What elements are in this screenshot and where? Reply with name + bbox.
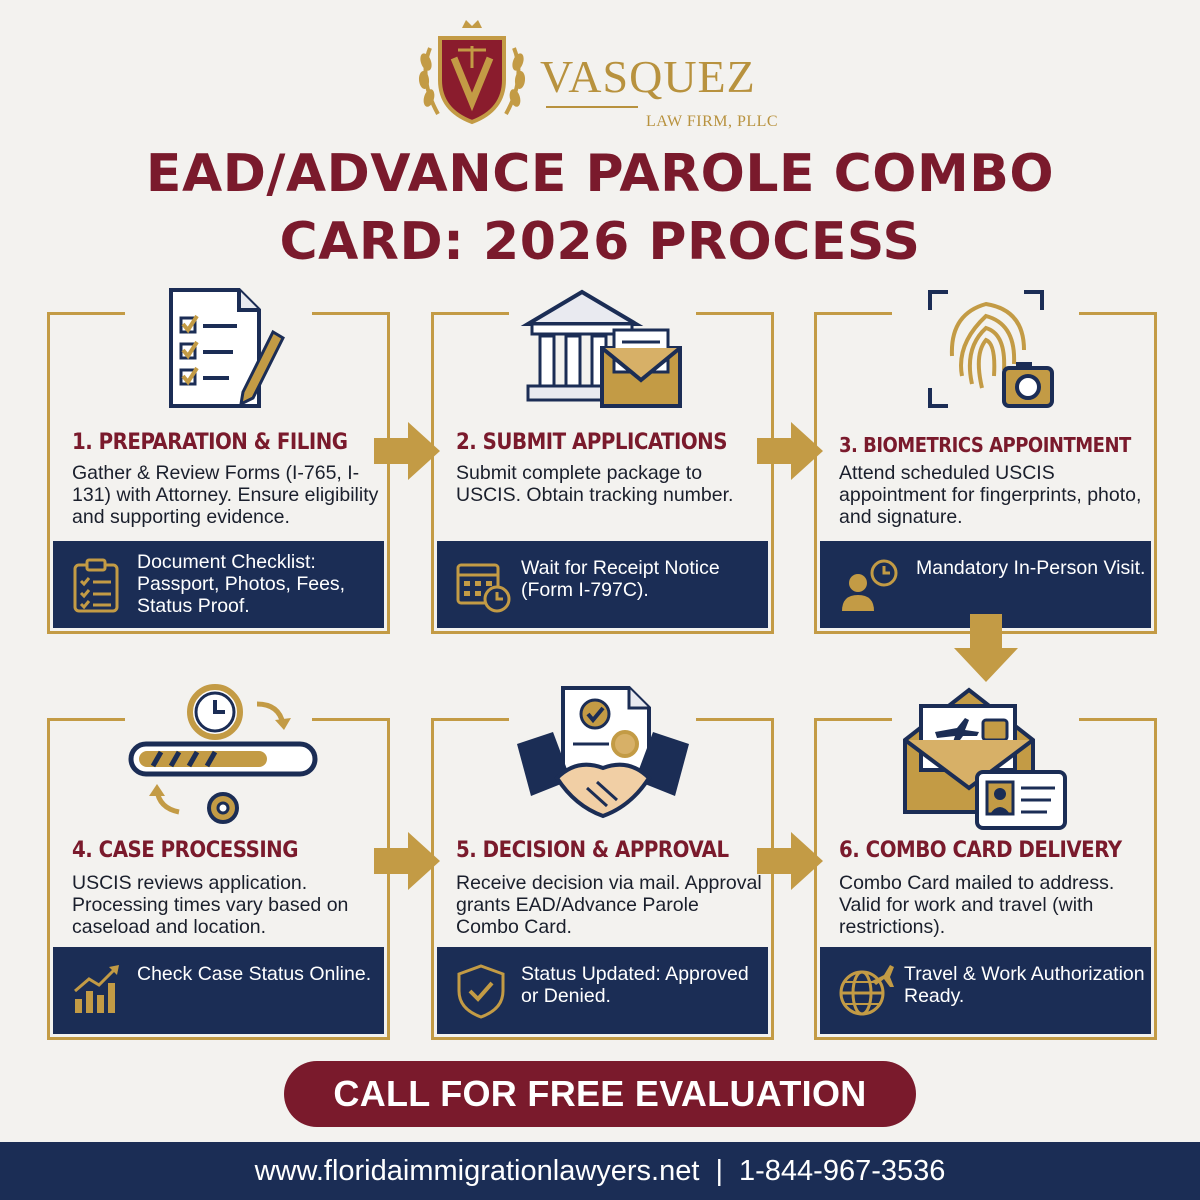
handshake-document-icon <box>516 686 689 819</box>
calendar-clock-icon <box>456 563 511 613</box>
crest-icon <box>418 20 526 125</box>
step-description: Submit complete package to USCIS. Obtain… <box>456 462 734 506</box>
envelope-id-card-icon <box>902 687 1067 830</box>
arrow-down-icon <box>954 614 1018 682</box>
title-line-1: EAD/ADVANCE PAROLE COMBO <box>145 144 1055 204</box>
person-clock-icon <box>842 559 898 611</box>
step-description: Attend scheduled USCIS appointment for f… <box>839 462 1142 528</box>
step-card-3: 3. BIOMETRICS APPOINTMENT Attend schedul… <box>814 290 1157 634</box>
step-heading: 2. SUBMIT APPLICATIONS <box>456 430 727 455</box>
footer-separator: | <box>715 1155 723 1187</box>
arrow-right-icon <box>374 422 440 480</box>
clock-progress-gear-icon <box>128 684 317 824</box>
step-note-band: Wait for Receipt Notice (Form I-797C). <box>437 541 768 628</box>
phone-link[interactable]: 1-844-967-3536 <box>738 1155 946 1187</box>
step-heading: 6. COMBO CARD DELIVERY <box>839 838 1122 863</box>
step-note: Travel & Work Authorization Ready. <box>904 963 1145 1007</box>
checklist-pencil-icon <box>168 288 285 408</box>
step-heading: 1. PREPARATION & FILING <box>72 430 348 455</box>
arrow-right-icon <box>757 832 823 890</box>
growth-chart-icon <box>74 965 119 1013</box>
step-heading: 5. DECISION & APPROVAL <box>456 838 729 863</box>
step-note-band: Travel & Work Authorization Ready. <box>820 947 1151 1034</box>
step-heading: 4. CASE PROCESSING <box>72 838 299 863</box>
step-heading: 3. BIOMETRICS APPOINTMENT <box>839 433 1131 457</box>
step-description: Receive decision via mail. Approval gran… <box>456 872 762 938</box>
step-card-5: 5. DECISION & APPROVAL Receive decision … <box>431 686 774 1040</box>
free-evaluation-button[interactable]: CALL FOR FREE EVALUATION <box>284 1061 916 1127</box>
arrow-right-icon <box>757 422 823 480</box>
step-note: Mandatory In-Person Visit. <box>916 557 1146 579</box>
government-building-envelope-icon <box>520 289 682 408</box>
firm-name: VASQUEZ <box>540 51 756 102</box>
step-description: USCIS reviews application. Processing ti… <box>72 872 349 938</box>
step-card-6: 6. COMBO CARD DELIVERY Combo Card mailed… <box>814 687 1157 1040</box>
step-note-band: Status Updated: Approved or Denied. <box>437 947 768 1034</box>
shield-check-icon <box>457 964 505 1019</box>
globe-plane-icon <box>839 965 894 1016</box>
firm-logo: VASQUEZ LAW FIRM, PLLC <box>412 18 792 130</box>
footer: www.floridaimmigrationlawyers.net | 1-844-… <box>0 1142 1200 1200</box>
logo-divider <box>546 106 638 108</box>
step-card-4: 4. CASE PROCESSING USCIS reviews applica… <box>47 684 390 1040</box>
step-note-band: Check Case Status Online. <box>53 947 384 1034</box>
step-description: Gather & Review Forms (I-765, I-131) wit… <box>72 462 379 528</box>
step-note-band: Document Checklist: Passport, Photos, Fe… <box>53 541 384 628</box>
fingerprint-camera-icon <box>927 290 1054 408</box>
step-card-2: 2. SUBMIT APPLICATIONS Submit complete p… <box>431 289 774 634</box>
page-title: EAD/ADVANCE PAROLE COMBO CARD: 2026 PROC… <box>0 140 1200 276</box>
title-line-2: CARD: 2026 PROCESS <box>279 212 921 272</box>
step-card-1: 1. PREPARATION & FILING Gather & Review … <box>47 288 390 634</box>
firm-subtitle: LAW FIRM, PLLC <box>646 113 779 130</box>
step-note: Status Updated: Approved or Denied. <box>521 963 749 1007</box>
arrow-right-icon <box>374 832 440 890</box>
website-link[interactable]: www.floridaimmigrationlawyers.net <box>254 1155 700 1187</box>
step-description: Combo Card mailed to address. Valid for … <box>839 872 1115 938</box>
step-note: Wait for Receipt Notice (Form I-797C). <box>521 557 720 601</box>
step-note: Check Case Status Online. <box>137 963 372 985</box>
clipboard-checklist-icon <box>73 558 119 613</box>
step-note: Document Checklist: Passport, Photos, Fe… <box>137 551 346 617</box>
step-note-band: Mandatory In-Person Visit. <box>820 541 1151 628</box>
